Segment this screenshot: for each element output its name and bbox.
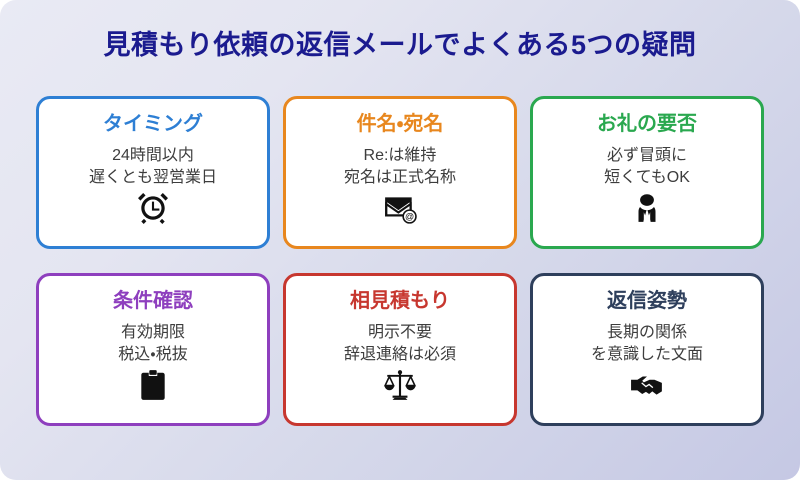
card-line-1: 長期の関係 bbox=[606, 324, 687, 341]
email-at-icon: @ bbox=[383, 191, 417, 225]
card-line-2: 税込・税抜 bbox=[118, 346, 188, 364]
balance-scale-icon bbox=[383, 368, 417, 402]
card-grid: タイミング 24時間以内 遅くとも翌営業日 件名・宛名 Re:は維持 宛名は正式… bbox=[36, 96, 764, 426]
alarm-clock-icon bbox=[136, 191, 170, 225]
card-line-1: 24時間以内 bbox=[112, 147, 194, 164]
card-title: 件名・宛名 bbox=[356, 113, 444, 135]
bowing-person-icon bbox=[630, 191, 664, 225]
card-title: 返信姿勢 bbox=[607, 290, 687, 312]
card-title: 相見積もり bbox=[350, 290, 450, 312]
card-line-1: 必ず冒頭に bbox=[606, 147, 687, 164]
svg-text:@: @ bbox=[405, 212, 414, 222]
card-subject-recipient[interactable]: 件名・宛名 Re:は維持 宛名は正式名称 @ bbox=[283, 96, 517, 249]
card-line-1: Re:は維持 bbox=[363, 147, 437, 164]
card-body: 24時間以内 遅くとも翌営業日 bbox=[89, 145, 217, 189]
card-line-1: 有効期限 bbox=[120, 324, 185, 341]
card-line-1: 明示不要 bbox=[367, 324, 432, 341]
page-title: 見積もり依頼の返信メールでよくある5つの疑問 bbox=[0, 0, 800, 90]
card-body: 必ず冒頭に 短くてもOK bbox=[604, 145, 690, 189]
card-line-2: 宛名は正式名称 bbox=[343, 169, 456, 187]
clipboard-icon bbox=[136, 368, 170, 402]
card-line-2: 辞退連絡は必須 bbox=[343, 346, 456, 364]
card-body: 明示不要 辞退連絡は必須 bbox=[344, 322, 456, 366]
card-line-2: を意識した文面 bbox=[590, 346, 703, 364]
card-line-2: 短くてもOK bbox=[604, 169, 690, 187]
card-title: 条件確認 bbox=[113, 290, 193, 312]
card-body: Re:は維持 宛名は正式名称 bbox=[344, 145, 456, 189]
card-body: 有効期限 税込・税抜 bbox=[118, 322, 187, 366]
card-body: 長期の関係 を意識した文面 bbox=[591, 322, 703, 366]
card-thanks-required[interactable]: お礼の要否 必ず冒頭に 短くてもOK bbox=[530, 96, 764, 249]
page-title-text: 見積もり依頼の返信メールでよくある5つの疑問 bbox=[103, 29, 697, 60]
card-line-2: 遅くとも翌営業日 bbox=[88, 169, 217, 187]
handshake-icon bbox=[630, 368, 664, 402]
card-title: タイミング bbox=[103, 113, 203, 135]
card-competitive-quote[interactable]: 相見積もり 明示不要 辞退連絡は必須 bbox=[283, 273, 517, 426]
card-reply-attitude[interactable]: 返信姿勢 長期の関係 を意識した文面 bbox=[530, 273, 764, 426]
card-title: お礼の要否 bbox=[597, 113, 697, 135]
card-timing[interactable]: タイミング 24時間以内 遅くとも翌営業日 bbox=[36, 96, 270, 249]
card-condition-check[interactable]: 条件確認 有効期限 税込・税抜 bbox=[36, 273, 270, 426]
